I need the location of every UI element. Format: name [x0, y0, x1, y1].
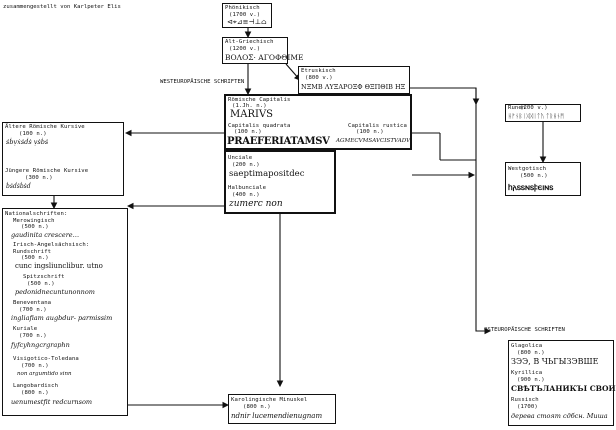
- national-entry-name: Beneventana: [13, 300, 52, 306]
- roman-name: Römische Capitalis: [228, 97, 291, 103]
- national-entry-date: (500 n.): [21, 255, 49, 261]
- national-entry-date: (500 n.): [27, 281, 55, 287]
- credit-line: zusammengestellt von Karlpeter Elis: [3, 4, 121, 10]
- box-carolingian: Karolingische Minuskel (800 n.) ndnir lu…: [228, 394, 336, 424]
- runes-name: Runen: [508, 105, 526, 111]
- quadrata-date: (100 n.): [234, 129, 262, 135]
- rustica-name: Capitalis rustica: [348, 123, 407, 129]
- phoenician-name: Phönikisch: [225, 5, 260, 11]
- box-runes: Runen (200 v.) ᚺᚠᚾᛒᛁᚷᛞᛁᛏᚢ ᛏᚱᚺᚾᛗ: [505, 104, 581, 122]
- box-etruscan: Etruskisch (800 v.) ΝΞΜΒ ΛΥΞΑΡΟΞΦ ΘΞΠΘΙΒ…: [298, 66, 410, 94]
- greek-name: Alt-Griechisch: [225, 39, 274, 45]
- halfuncial-date: (400 n.): [232, 192, 260, 198]
- cyrillic-sample: СВѢТЪЛАНИКЪІ СВОИ: [511, 384, 616, 393]
- national-entry-name: Visigotico-Toledana: [13, 356, 79, 362]
- russian-name: Russisch: [511, 397, 539, 403]
- young-cursive-sample: ḃṡḋṡḃṡḋ: [6, 183, 31, 190]
- national-entry-sample: uenumestfit redcurnsom: [11, 398, 93, 406]
- box-national-scripts: Nationalschriften: Merowingisch (500 n.)…: [2, 208, 128, 416]
- box-roman-cursive: Ältere Römische Kursive (100 n.) ṡḃṿẋṡḋṡ…: [2, 122, 124, 196]
- box-uncial: Unciale (200 n.) saeptimapositdec Halbun…: [224, 150, 336, 214]
- uncial-date: (200 n.): [232, 162, 260, 168]
- national-entry-name: Merowingisch: [13, 218, 55, 224]
- gothic-name: Westgotisch: [508, 166, 547, 172]
- national-entry-sample: fyfcyhngcrgraphn: [11, 341, 70, 349]
- box-roman-capitalis: Römische Capitalis (1.Jh. n.) MARIVS Cap…: [224, 94, 412, 150]
- national-entry-sample: cunc ingsliunclibur. utno: [15, 262, 103, 270]
- national-entry-date: (700 n.): [19, 333, 47, 339]
- national-entry-date: (700 n.): [19, 307, 47, 313]
- etruscan-sample: ΝΞΜΒ ΛΥΞΑΡΟΞΦ ΘΞΠΘΙΒ ΗΞ: [301, 83, 406, 91]
- national-entry-sample: gaudinita crescere…: [11, 231, 80, 239]
- national-entry-date: (500 n.): [21, 224, 49, 230]
- national-entry-name: Langobardisch: [13, 383, 59, 389]
- national-entry-date: (800 n.): [21, 390, 49, 396]
- national-entry-sample: pedonidnecuntunonnom: [15, 288, 95, 296]
- phoenician-sample: ⊲⌖⊿≡⊣⊥⌂: [227, 18, 267, 26]
- box-phoenician: Phönikisch (1700 v.) ⊲⌖⊿≡⊣⊥⌂: [222, 3, 272, 28]
- heading-west-european: WESTEUROPÄISCHE SCHRIFTEN: [160, 79, 245, 85]
- cyrillic-name: Kyrillica: [511, 370, 543, 376]
- quadrata-sample: PRAEFERIATAMSV: [227, 136, 330, 147]
- quadrata-name: Capitalis quadrata: [228, 123, 291, 129]
- russian-sample: дерева стоят сдбсн. Миша: [511, 412, 608, 420]
- runes-sample: ᚺᚠᚾᛒᛁᚷᛞᛁᛏᚢ ᛏᚱᚺᚾᛗ: [508, 113, 564, 120]
- national-entry-date: (700 n.): [21, 363, 49, 369]
- etruscan-name: Etruskisch: [301, 68, 336, 74]
- etruscan-date: (800 v.): [305, 75, 333, 81]
- roman-date: (1.Jh. n.): [232, 103, 267, 109]
- russian-date: (1700): [517, 404, 538, 410]
- young-cursive-date: (300 n.): [25, 175, 53, 181]
- national-entry-sample: non argumtido sinn: [17, 371, 72, 377]
- national-entry-name: Rundschrift: [13, 249, 52, 255]
- old-cursive-date: (100 n.): [19, 131, 47, 137]
- carolingian-name: Karolingische Minuskel: [231, 397, 308, 403]
- glagolitic-name: Glagolica: [511, 343, 543, 349]
- runes-date: (200 v.): [520, 105, 548, 111]
- arrow-to-east: [475, 88, 492, 335]
- halfuncial-name: Halbunciale: [228, 185, 267, 191]
- glagolitic-date: (800 n.): [517, 350, 545, 356]
- gothic-sample: 𐌷𐌰𐍃𐍃𐌽𐍃𐍆𐌴𐌹𐌽𐍃: [508, 182, 554, 192]
- arrow-etruscan-runes: [410, 87, 480, 106]
- box-greek: Alt-Griechisch (1200 v.) ΒΟΛΟΣ· ΑΓΟΦΘΙΜΕ: [222, 37, 303, 64]
- old-cursive-name: Ältere Römische Kursive: [5, 124, 85, 130]
- rustica-date: (100 n.): [356, 129, 384, 135]
- phoenician-date: (1700 v.): [229, 12, 261, 18]
- national-entry-sample: ingliafiam augbdur- parmissim: [11, 314, 113, 322]
- roman-sample: MARIVS: [230, 109, 274, 120]
- uncial-name: Unciale: [228, 155, 253, 161]
- old-cursive-sample: ṡḃṿẋṡḋṡ ṿṡḃṡ: [6, 138, 49, 146]
- carolingian-date: (800 n.): [243, 404, 271, 410]
- box-slavic-scripts: Glagolica (800 n.) ЗЭЭ, В ЧЬГЫЗЭВШЕ Kyri…: [508, 340, 616, 426]
- glagolitic-sample: ЗЭЭ, В ЧЬГЫЗЭВШЕ: [511, 357, 599, 366]
- uncial-sample: saeptimapositdec: [229, 169, 305, 179]
- national-title: Nationalschriften:: [5, 211, 68, 217]
- national-entry-name: Spitzschrift: [23, 274, 65, 280]
- heading-east-european: OSTEUROPÄISCHE SCHRIFTEN: [484, 327, 565, 333]
- cyrillic-date: (900 n.): [517, 377, 545, 383]
- greek-sample: ΒΟΛΟΣ· ΑΓΟΦΘΙΜΕ: [225, 53, 304, 62]
- arrow-greek-etruscan: [285, 63, 301, 81]
- national-entry-name: Kuriale: [13, 326, 38, 332]
- box-gothic: Westgotisch (500 n.) 𐌷𐌰𐍃𐍃𐌽𐍃𐍆𐌴𐌹𐌽𐍃: [505, 162, 581, 196]
- young-cursive-name: Jüngere Römische Kursive: [5, 168, 89, 174]
- gothic-date: (500 n.): [520, 173, 548, 179]
- rustica-sample: AGMECVMSAVCISTVADV: [336, 138, 411, 144]
- carolingian-sample: ndnir lucemendienugnam: [231, 412, 323, 420]
- halfuncial-sample: zumerc non: [229, 199, 283, 209]
- national-entry-name: Irisch-Angelsächsisch:: [13, 242, 90, 248]
- greek-date: (1200 v.): [229, 46, 261, 52]
